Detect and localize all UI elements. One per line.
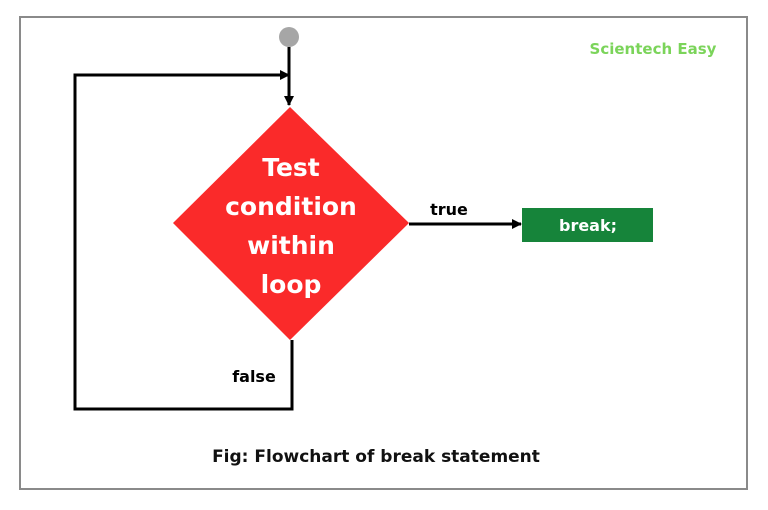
figure-caption: Fig: Flowchart of break statement (212, 447, 540, 467)
decision-line-3: within (247, 231, 335, 260)
true-label: true (430, 200, 468, 219)
false-label: false (232, 367, 276, 386)
false-loop-edge (73, 70, 294, 411)
break-label: break; (559, 216, 617, 235)
start-node (279, 27, 299, 47)
figure-frame (19, 16, 748, 490)
decision-line-4: loop (261, 270, 322, 299)
decision-diamond (173, 107, 409, 340)
decision-line-1: Test (262, 153, 320, 182)
brand-label: Scientech Easy (590, 40, 717, 58)
break-box (522, 208, 653, 242)
decision-line-2: condition (225, 192, 357, 221)
